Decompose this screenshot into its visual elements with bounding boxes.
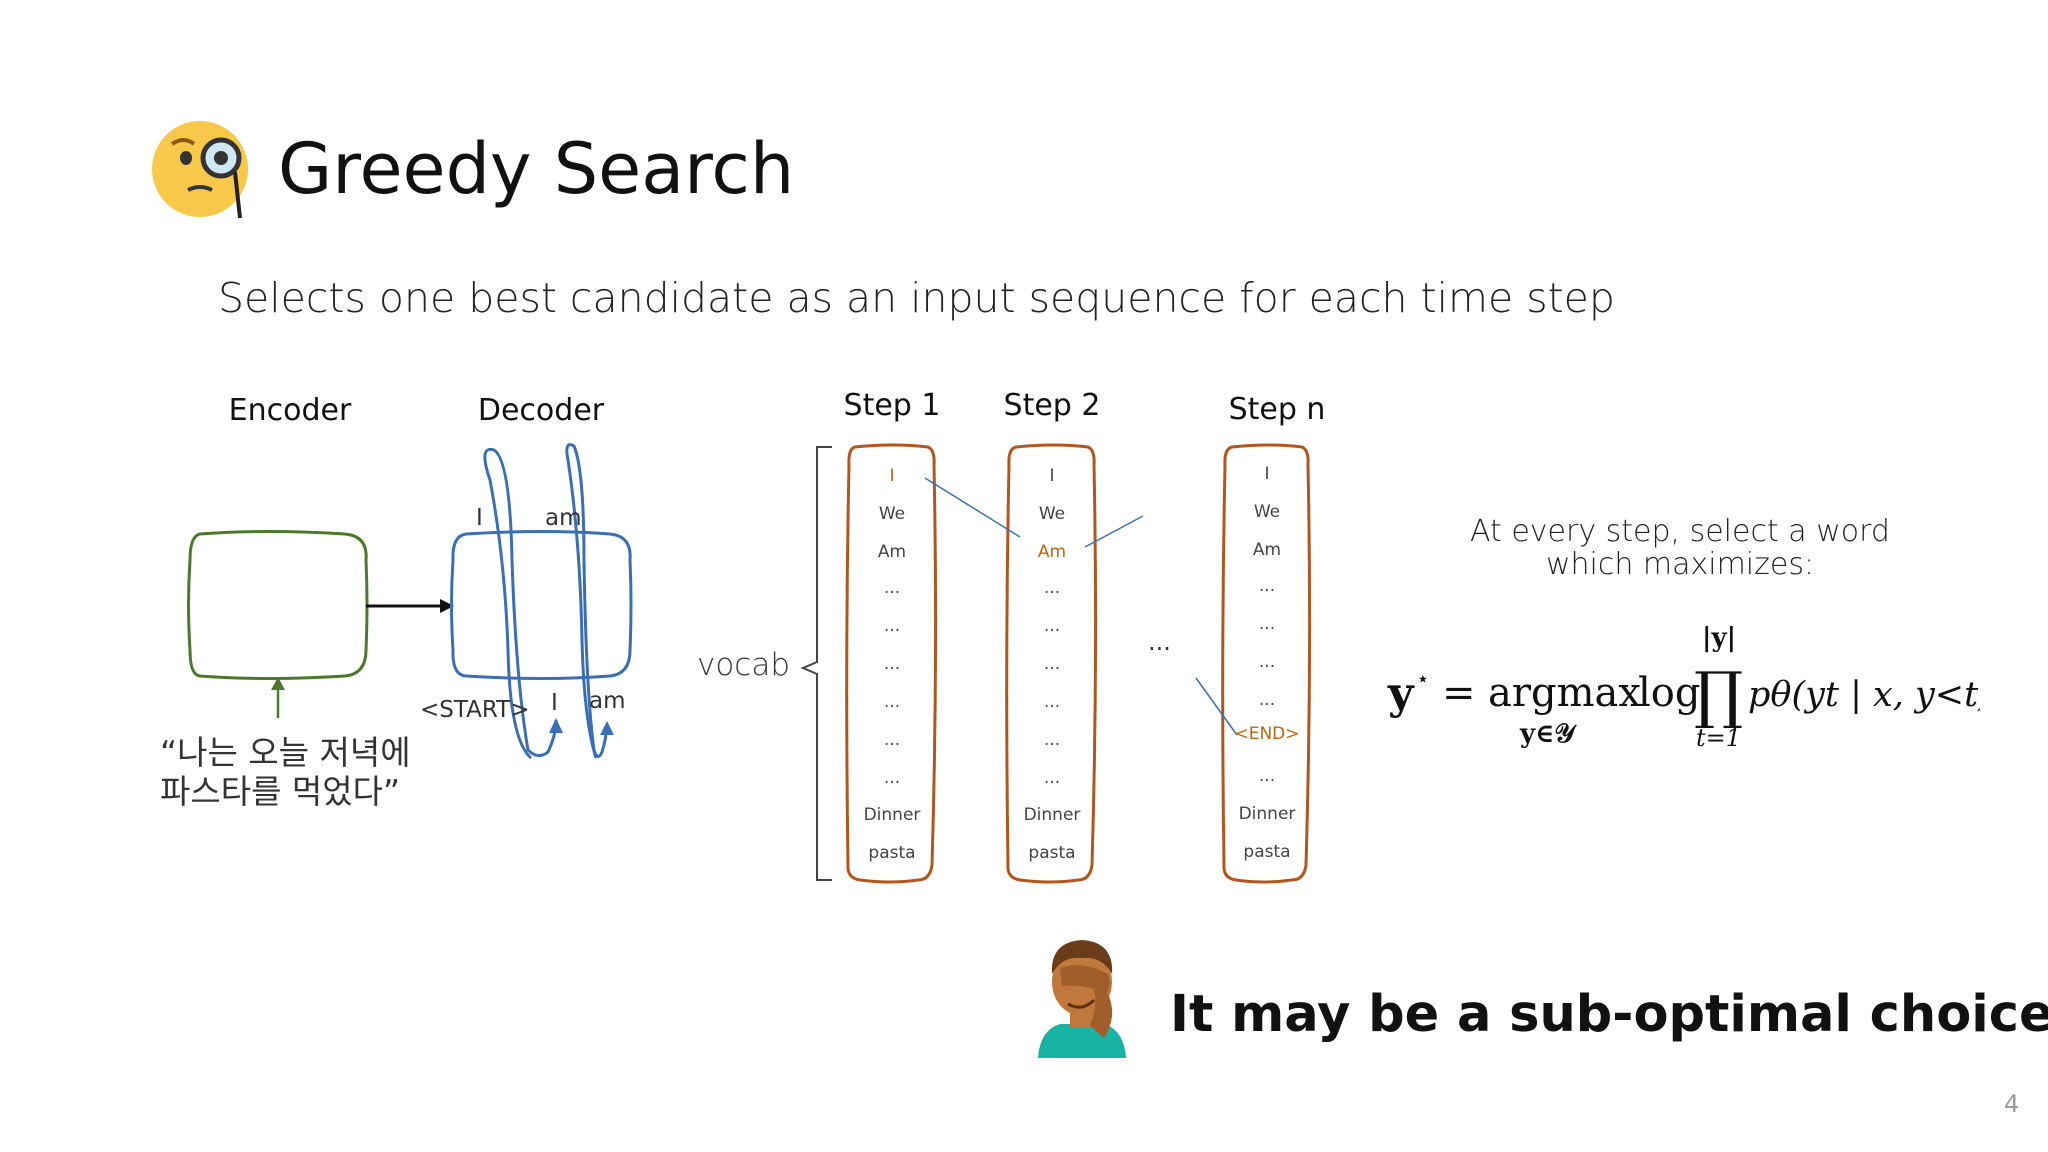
between-steps-ellipsis: ... bbox=[1148, 628, 1171, 656]
step-3-vocab-word: ... bbox=[1258, 576, 1276, 596]
step-2-vocab-word: ... bbox=[1043, 578, 1061, 598]
formula-argmax: argmax bbox=[1488, 670, 1641, 716]
step-3-vocab-word: ... bbox=[1258, 614, 1276, 634]
step-2-vocab-word: pasta bbox=[1028, 843, 1076, 863]
step-n-label: Step n bbox=[1228, 392, 1326, 427]
formula-lhs: y bbox=[1387, 668, 1415, 719]
decoder-input-am: am bbox=[589, 688, 626, 714]
decoder-loop-2-arrowhead bbox=[600, 721, 614, 735]
step-3-vocab-word: <END> bbox=[1234, 724, 1300, 744]
decoder-output-i: I bbox=[476, 505, 483, 531]
page-number: 4 bbox=[2004, 1090, 2020, 1118]
face-with-monocle-icon bbox=[152, 121, 248, 219]
step-1-vocab-word: ... bbox=[883, 616, 901, 636]
step-2-vocab-word: ... bbox=[1043, 730, 1061, 750]
greedy-formula: y ⋆ = argmax y∈𝒴 log ∏ |y| t=1 pθ(yt | x… bbox=[1387, 623, 1980, 752]
step-2-vocab-word: I bbox=[1049, 466, 1055, 486]
step-1-vocab-word: We bbox=[878, 504, 906, 524]
decoder-label: Decoder bbox=[477, 393, 605, 428]
step-3-vocab-word: We bbox=[1253, 502, 1281, 522]
step-2-vocab-word: ... bbox=[1043, 616, 1061, 636]
step-3-vocab-word: ... bbox=[1258, 690, 1276, 710]
encoder-label: Encoder bbox=[228, 393, 352, 428]
conclusion-text: It may be a sub-optimal choice. bbox=[1170, 985, 2048, 1044]
step-1-vocab-word: ... bbox=[883, 578, 901, 598]
step-2-vocab-word: Dinner bbox=[1023, 805, 1081, 825]
person-facepalming-icon bbox=[1038, 940, 1126, 1058]
step-1-vocab-box bbox=[845, 443, 938, 884]
step-3-vocab-word: Am bbox=[1252, 540, 1282, 560]
formula-product-upper: |y| bbox=[1702, 623, 1736, 653]
step-2-vocab-word: ... bbox=[1043, 654, 1061, 674]
step-1-vocab-word: ... bbox=[883, 730, 901, 750]
encoder-to-decoder-arrowhead bbox=[440, 599, 454, 613]
formula-product-lower: t=1 bbox=[1696, 724, 1741, 752]
step-2-vocab-word: ... bbox=[1043, 692, 1061, 712]
step-1-to-step-2-connector bbox=[924, 477, 1021, 538]
step-1-vocab-word: Am bbox=[877, 542, 907, 562]
step-3-vocab-word: ... bbox=[1258, 652, 1276, 672]
step-2-vocab-word: We bbox=[1038, 504, 1066, 524]
step-1-label: Step 1 bbox=[843, 388, 941, 423]
step-3-vocab-word: Dinner bbox=[1238, 804, 1296, 824]
step-1-vocab-word: pasta bbox=[868, 843, 916, 863]
step-3-vocab-word: I bbox=[1264, 464, 1270, 484]
decoder-input-i: I bbox=[551, 690, 558, 716]
step-2-label: Step 2 bbox=[1003, 388, 1101, 423]
vocab-label: vocab bbox=[697, 647, 791, 683]
step-3-vocab-word: ... bbox=[1258, 766, 1276, 786]
step-1-vocab-word: ... bbox=[883, 768, 901, 788]
step-1-vocab-word: ... bbox=[883, 654, 901, 674]
step-2-vocab-box bbox=[1005, 443, 1098, 884]
decoder-loop-1-arrowhead bbox=[549, 718, 563, 733]
prev-to-step-n-connector bbox=[1195, 677, 1238, 736]
decoder-input-start: <START> bbox=[420, 697, 530, 723]
formula-product: ∏ bbox=[1694, 658, 1743, 731]
formula-argmax-subscript: y∈𝒴 bbox=[1519, 719, 1577, 749]
step-2-vocab-word: ... bbox=[1043, 768, 1061, 788]
step-n-vocab-box bbox=[1221, 443, 1312, 884]
step-3-vocab-word: pasta bbox=[1243, 842, 1291, 862]
formula-equals: = bbox=[1442, 670, 1476, 716]
step-1-vocab-word: Dinner bbox=[863, 805, 921, 825]
vocab-brace bbox=[800, 446, 832, 881]
decoder-box bbox=[450, 530, 633, 680]
step-1-vocab-word: I bbox=[889, 466, 895, 486]
encoder-box bbox=[187, 530, 369, 680]
slide-title: Greedy Search bbox=[278, 128, 795, 210]
step-2-vocab-word: Am bbox=[1037, 542, 1067, 562]
step-2-to-next-connector bbox=[1084, 515, 1144, 548]
korean-input-sentence: “나는 오늘 저녁에 파스타를 먹었다” bbox=[160, 733, 411, 811]
formula-star: ⋆ bbox=[1416, 667, 1430, 692]
formula-log: log bbox=[1638, 670, 1700, 716]
decoder-output-am: am bbox=[545, 505, 582, 531]
formula-term: pθ(yt | x, y<t) bbox=[1748, 675, 1980, 715]
formula-explanation: At every step, select a word which maxim… bbox=[1470, 514, 1890, 582]
encoder-input-arrowhead bbox=[271, 677, 285, 690]
decoder-loop-1 bbox=[483, 447, 558, 760]
step-1-vocab-word: ... bbox=[883, 692, 901, 712]
slide-subtitle: Selects one best candidate as an input s… bbox=[218, 274, 1615, 322]
decoder-loop-2 bbox=[565, 443, 609, 759]
